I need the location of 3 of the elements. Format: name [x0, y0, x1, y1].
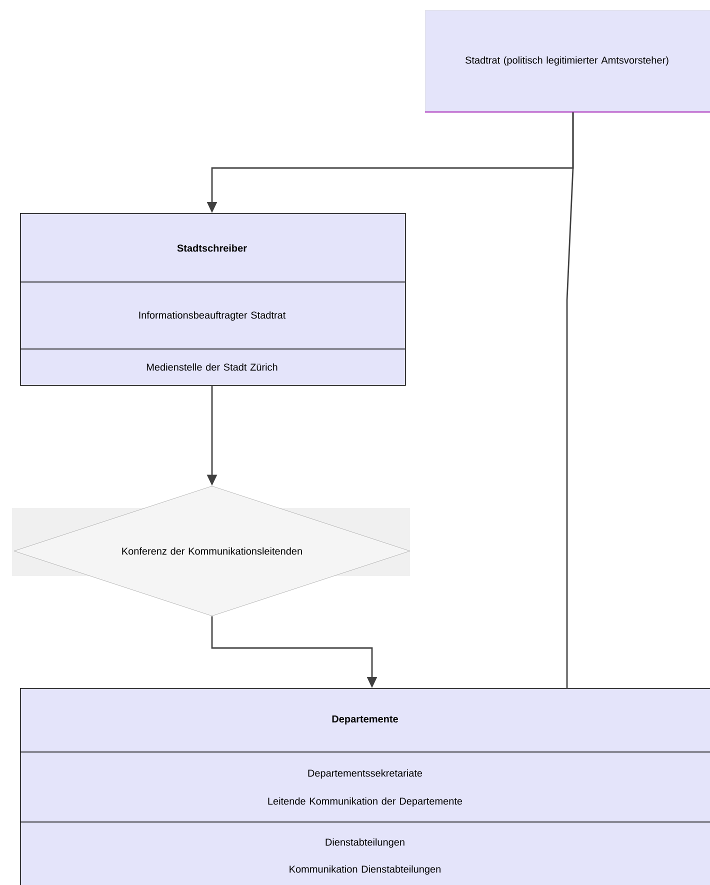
process-box: Stadtschreiber Informationsbeauftragter Stadtrat Medienstelle der Stadt Zürich	[20, 213, 406, 386]
process-box: Departemente Departementssekretariate Leitende Kommunikation der Departemente Dienstabteilungen Kommunikation Dienstabteilungen	[20, 688, 710, 885]
process-box: Stadtrat (politisch legitimierter Amtsvorsteher)	[425, 10, 710, 113]
